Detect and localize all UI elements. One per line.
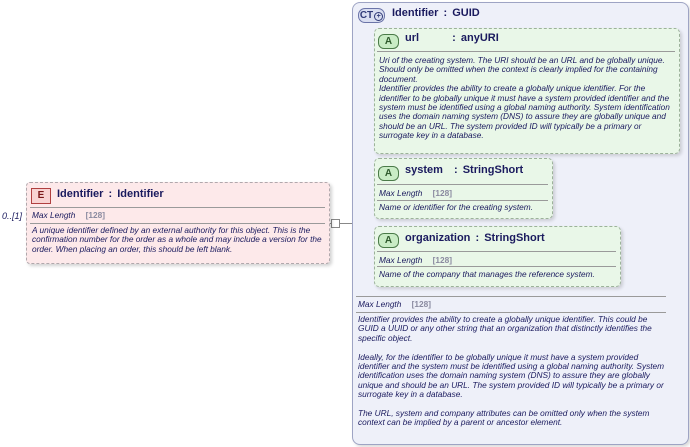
attribute-system-card[interactable] — [374, 158, 553, 219]
complex-type-description: Identifier provides the ability to creat… — [358, 314, 665, 428]
expand-plus-icon: + — [374, 12, 384, 21]
complex-type-divider-bottom — [356, 312, 666, 313]
attribute-organization-badge: A — [378, 233, 399, 248]
complex-type-colon: : — [443, 7, 448, 19]
attribute-system-name: system — [405, 164, 443, 176]
element-max-length: Max Length [128] — [32, 210, 105, 220]
element-badge: E — [31, 188, 51, 204]
attribute-organization-divider-bottom — [377, 266, 616, 267]
complex-type-name: Identifier — [392, 7, 439, 19]
attribute-system-max-length-value: [128] — [432, 188, 453, 198]
attribute-system-divider-top — [377, 184, 548, 185]
attribute-system-type: StringShort — [462, 164, 524, 176]
attribute-organization-max-length-label: Max Length — [379, 255, 423, 265]
attribute-organization-max-length-value: [128] — [432, 255, 453, 265]
element-title: Identifier : Identifier — [57, 188, 164, 200]
attribute-url-type: anyURI — [460, 32, 499, 44]
complex-type-max-length: Max Length [128] — [358, 299, 431, 309]
element-description: A unique identifier defined by an extern… — [32, 225, 322, 254]
attribute-organization-title: organization : StringShort — [405, 232, 545, 244]
attribute-system-max-length: Max Length [128] — [379, 188, 452, 198]
element-divider-top — [30, 207, 325, 208]
attribute-organization-max-length: Max Length [128] — [379, 255, 452, 265]
attribute-system-max-length-label: Max Length — [379, 188, 423, 198]
element-max-length-value: [128] — [85, 210, 106, 220]
complex-type-title: Identifier : GUID — [392, 7, 480, 19]
attribute-url-colon: : — [452, 32, 456, 44]
element-colon: : — [108, 188, 113, 200]
attribute-organization-description: Name of the company that manages the ref… — [379, 269, 595, 279]
attribute-organization-card[interactable] — [374, 226, 621, 287]
attribute-system-description: Name or identifier for the creating syst… — [379, 202, 534, 212]
attribute-organization-divider-top — [377, 251, 616, 252]
complex-type-divider-top — [356, 296, 666, 297]
complex-type-max-length-label: Max Length — [358, 299, 402, 309]
complex-type-type: GUID — [452, 7, 480, 19]
attribute-url-name: url — [405, 32, 420, 44]
attribute-url-card[interactable] — [374, 28, 680, 154]
complex-type-max-length-value: [128] — [411, 299, 432, 309]
attribute-system-badge: A — [378, 166, 399, 181]
attribute-url-badge: A — [378, 34, 399, 49]
attribute-system-colon: : — [453, 164, 458, 176]
connector-box-to-trunk — [339, 223, 362, 224]
attribute-url-description: Uri of the creating system. The URI shou… — [379, 55, 670, 141]
cardinality-label: 0..[1] — [2, 211, 23, 221]
complex-type-badge: CT+ — [358, 8, 385, 23]
element-max-length-label: Max Length — [32, 210, 76, 220]
attribute-url-divider — [377, 51, 675, 52]
attribute-organization-name: organization — [405, 232, 471, 244]
element-type: Identifier — [117, 188, 164, 200]
attribute-system-divider-bottom — [377, 200, 548, 201]
attribute-organization-type: StringShort — [484, 232, 545, 244]
attribute-system-title: system : StringShort — [405, 164, 523, 176]
element-divider-bottom — [30, 223, 325, 224]
complex-type-badge-text: CT — [359, 10, 374, 21]
attribute-url-title: url : anyURI — [405, 32, 499, 44]
element-name: Identifier — [57, 188, 104, 200]
attribute-organization-colon: : — [475, 232, 480, 244]
